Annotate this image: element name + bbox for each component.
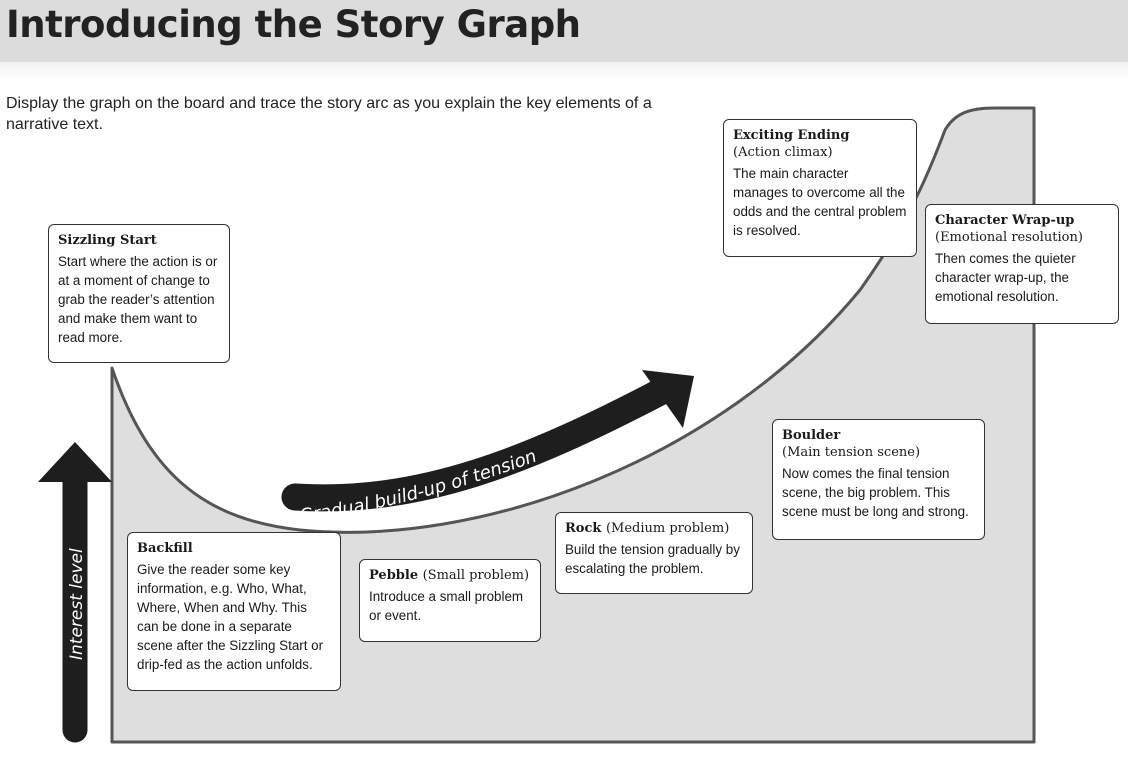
boulder-heading: Boulder [782, 428, 841, 443]
wrap-up-subtitle: (Emotional resolution) [935, 230, 1083, 245]
wrap-up-title: Character Wrap-up [935, 212, 1109, 229]
wrap-up-box: Character Wrap-up (Emotional resolution)… [925, 204, 1119, 324]
sizzling-start-title: Sizzling Start [58, 232, 220, 249]
interest-level-arrow [38, 442, 112, 743]
backfill-text: Give the reader some key information, e.… [137, 562, 324, 672]
exciting-ending-text: The main character manages to overcome a… [733, 166, 907, 238]
rock-subtitle: (Medium problem) [605, 521, 730, 536]
rock-heading: Rock [565, 521, 602, 536]
exciting-ending-box: Exciting Ending (Action climax) The main… [723, 119, 917, 257]
tension-arrow [281, 370, 694, 512]
page-title: Introducing the Story Graph [6, 3, 581, 46]
rock-text: Build the tension gradually by escalatin… [565, 542, 740, 576]
title-band [0, 0, 1128, 62]
rock-title: Rock (Medium problem) [565, 520, 743, 537]
exciting-ending-subtitle: (Action climax) [733, 145, 833, 160]
title-divider [0, 62, 1128, 80]
pebble-text: Introduce a small problem or event. [369, 589, 524, 623]
pebble-subtitle: (Small problem) [422, 568, 530, 583]
story-arc-area [110, 106, 1036, 744]
backfill-heading: Backfill [137, 541, 193, 556]
sizzling-start-text: Start where the action is or at a moment… [58, 254, 218, 345]
pebble-box: Pebble (Small problem) Introduce a small… [359, 559, 541, 642]
pebble-heading: Pebble [369, 568, 419, 583]
pebble-title: Pebble (Small problem) [369, 567, 531, 584]
intro-text: Display the graph on the board and trace… [6, 95, 652, 133]
boulder-box: Boulder (Main tension scene) Now comes t… [772, 419, 985, 540]
backfill-box: Backfill Give the reader some key inform… [127, 532, 341, 691]
boulder-subtitle: (Main tension scene) [782, 445, 921, 460]
sizzling-start-box: Sizzling Start Start where the action is… [48, 224, 230, 363]
wrap-up-text: Then comes the quieter character wrap-up… [935, 251, 1076, 304]
backfill-title: Backfill [137, 540, 331, 557]
boulder-title: Boulder [782, 427, 975, 444]
exciting-ending-heading: Exciting Ending [733, 128, 850, 143]
exciting-ending-title: Exciting Ending [733, 127, 907, 144]
rock-box: Rock (Medium problem) Build the tension … [555, 512, 753, 594]
sizzling-start-heading: Sizzling Start [58, 233, 157, 248]
wrap-up-heading: Character Wrap-up [935, 213, 1075, 228]
boulder-text: Now comes the final tension scene, the b… [782, 466, 969, 519]
interest-level-label: Interest level [67, 548, 87, 660]
